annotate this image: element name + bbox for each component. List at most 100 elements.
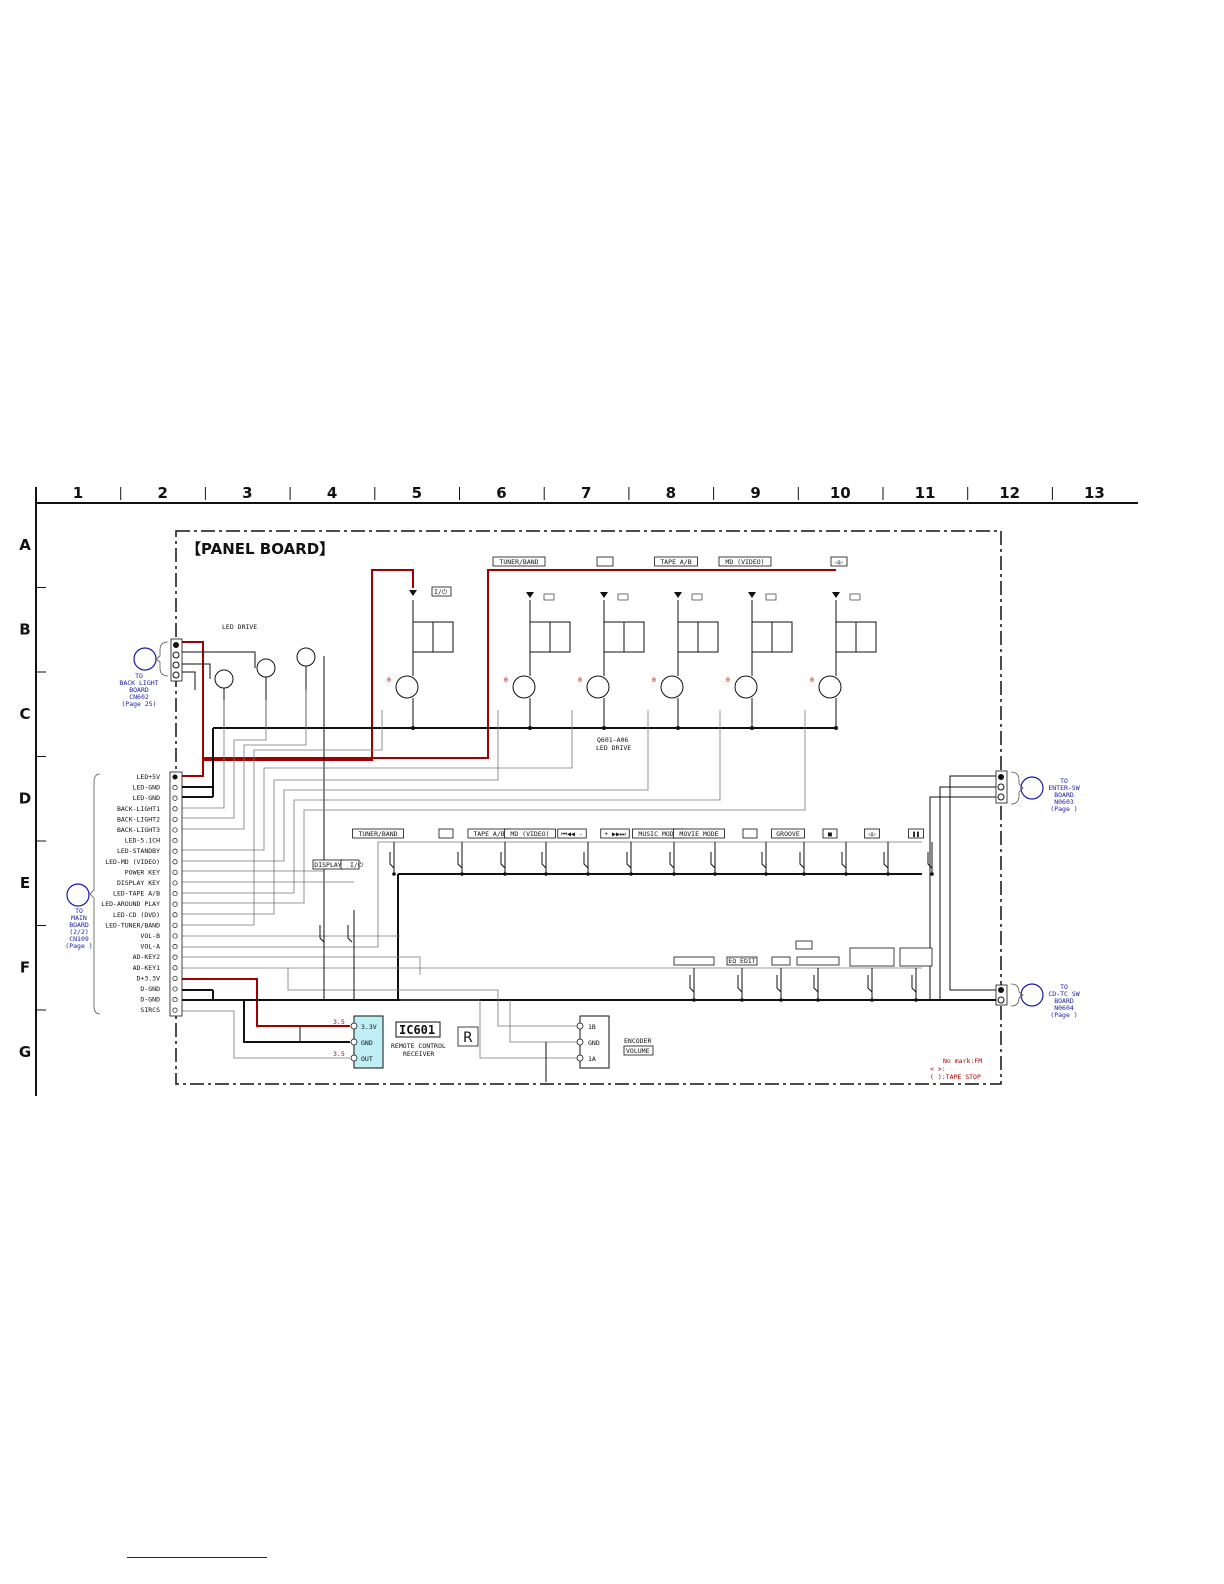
col-label-7: 7 <box>581 484 591 502</box>
led-power-line <box>172 569 836 1027</box>
led-label-box <box>654 556 698 567</box>
connector-text: (Page ) <box>65 942 92 950</box>
ic601-desc-1: REMOTE CONTROL <box>391 1042 446 1050</box>
ic-pin-vcc: 3.3V <box>361 1023 377 1031</box>
note-1: No mark:FM <box>943 1057 982 1065</box>
row-label-C: C <box>19 705 30 723</box>
signal-label: LED-CD (DVD) <box>113 911 160 919</box>
key-label-9: GROOVE <box>776 830 800 838</box>
connector-text: N0603 <box>1054 798 1074 806</box>
connector-pin <box>172 1007 178 1013</box>
connector-text: (Page ) <box>1050 1011 1077 1019</box>
signal-label: DISPLAY KEY <box>117 879 160 887</box>
grid-frame <box>35 487 1138 1096</box>
key-label-5: + ▶▶⏭ <box>604 830 626 838</box>
key-label-box <box>822 828 838 839</box>
row-label-F: F <box>20 959 30 977</box>
transistor-voltage: 0 <box>652 676 656 684</box>
connector-text: CD-TC SW <box>1048 990 1079 998</box>
key-label-box <box>796 956 840 966</box>
connector-text: TO <box>1060 777 1068 785</box>
key-label-box <box>438 828 454 839</box>
transistor-voltage: 0 <box>387 676 391 684</box>
signal-label: LED-TAPE A/B <box>113 890 160 898</box>
key-label-box <box>600 828 630 839</box>
led-diode <box>832 592 840 598</box>
display-key-label-0: DISPLAY <box>314 861 341 869</box>
key-label-box <box>771 956 791 966</box>
connector-pin <box>172 944 178 950</box>
enc-pin-1a: 1A <box>588 1055 596 1063</box>
col-label-6: 6 <box>496 484 506 502</box>
signal-label: SIRCS <box>140 1006 160 1014</box>
key-label-12: ❚❚ <box>912 830 920 838</box>
led-diode <box>600 592 608 598</box>
led-drive-transistor <box>395 675 419 699</box>
connector-text: (2/2) <box>69 928 89 936</box>
signal-label: LED+5V <box>137 773 161 781</box>
signal-label: AD-KEY2 <box>133 953 160 961</box>
transistor-voltage: 0 <box>578 676 582 684</box>
col-label-10: 10 <box>830 484 851 502</box>
ic-pin-gnd: GND <box>361 1039 373 1047</box>
connector-pin <box>172 912 178 918</box>
signal-label: LED-GND <box>133 794 160 802</box>
led-drive-stage: 0 <box>578 592 645 730</box>
connector-text: BOARD <box>1054 997 1074 1005</box>
signal-label: VOL-B <box>140 932 160 940</box>
signal-label: BACK-LIGHT2 <box>117 815 160 823</box>
page-link-underline[interactable] <box>127 1557 267 1558</box>
col-label-1: 1 <box>73 484 83 502</box>
signal-label: LED-GND <box>133 784 160 792</box>
connector-pin <box>172 933 178 939</box>
connector-cd-tc-sw <box>995 984 1008 1006</box>
ic-pin-out: OUT <box>361 1055 373 1063</box>
connector-cn602 <box>170 638 183 682</box>
encoder-volume: 1B GND 1A ENCODER VOLUME <box>545 1015 654 1082</box>
key-label-10: ■ <box>828 830 832 838</box>
key-label-11: ◁▷ <box>868 830 876 838</box>
connector-pin <box>172 891 178 897</box>
key-label-0: TUNER/BAND <box>358 830 397 838</box>
row-label-B: B <box>19 621 30 639</box>
signal-label: LED-TUNER/BAND <box>105 921 160 929</box>
connector-pin <box>172 954 178 960</box>
key-label-box <box>864 828 880 839</box>
led-label-2: TAPE A/B <box>660 558 691 566</box>
row-label-D: D <box>19 790 31 808</box>
notes: No mark:FM < >: ( ):TAPE STOP <box>930 1057 982 1081</box>
connector-pin <box>172 806 178 812</box>
key-label-box <box>340 859 360 870</box>
key-label-box <box>352 828 404 839</box>
note-3: ( ):TAPE STOP <box>930 1073 981 1081</box>
note-2: < >: <box>930 1065 946 1073</box>
led-label-box <box>596 556 614 567</box>
signal-label: LED-MD (VIDEO) <box>105 858 160 866</box>
connector-pin <box>172 986 178 992</box>
led-label-box <box>492 556 546 567</box>
col-label-11: 11 <box>915 484 936 502</box>
key-label-box <box>557 828 587 839</box>
key-label-box <box>504 828 556 839</box>
led-diode <box>748 592 756 598</box>
key-label-6: MUSIC MODE <box>638 830 677 838</box>
connector-text: (Page ) <box>1050 805 1077 813</box>
connector-pin <box>172 975 178 981</box>
signal-label: POWER KEY <box>125 868 160 876</box>
connector-text: TO <box>135 672 143 680</box>
connector-pin <box>172 848 178 854</box>
connector-pin <box>172 774 178 780</box>
connector-enter-sw <box>995 770 1008 804</box>
transistor-voltage: 0 <box>726 676 730 684</box>
power-indicator-label-box <box>431 586 452 597</box>
signal-label: LED-STANDBY <box>117 847 160 855</box>
signal-label: LED-5.1CH <box>125 837 160 845</box>
remote-sensor-symbol: R <box>463 1030 473 1046</box>
connector-text: BOARD <box>1054 791 1074 799</box>
led-label-0: TUNER/BAND <box>499 558 538 566</box>
key-label-box <box>742 828 758 839</box>
voltage-vcc: 3.5 <box>333 1018 345 1026</box>
row-label-G: G <box>19 1043 31 1061</box>
ic601-label: IC601 <box>399 1023 435 1037</box>
